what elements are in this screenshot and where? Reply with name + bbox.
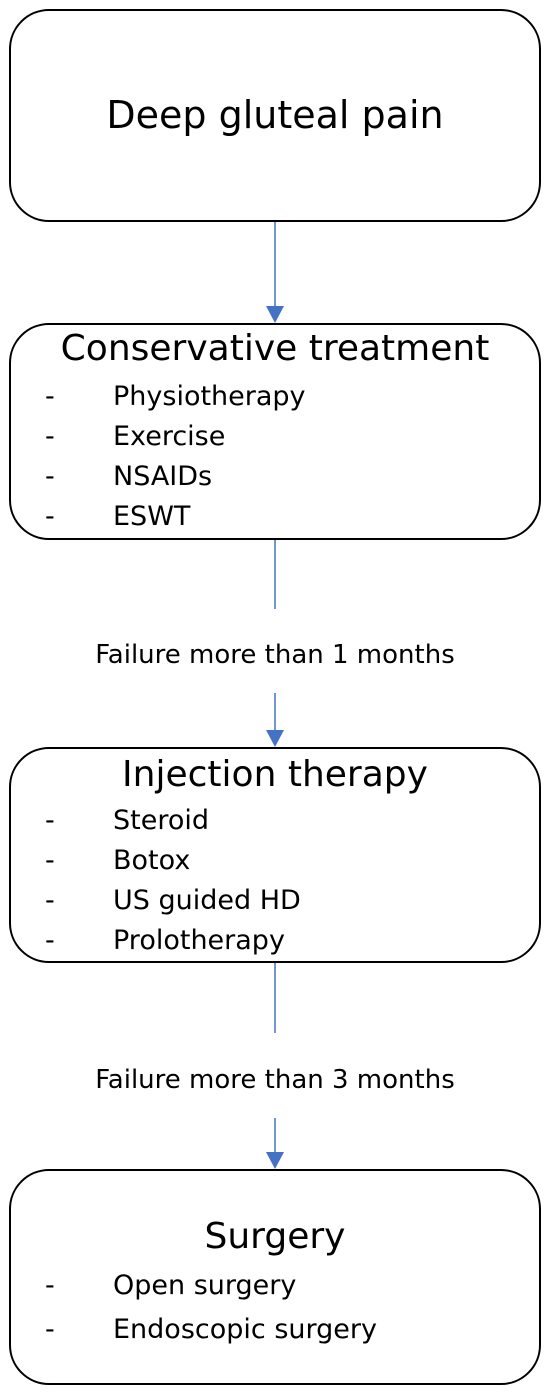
item-label: Prolotherapy — [113, 925, 285, 956]
item-label: Physiotherapy — [113, 381, 306, 412]
item-label: ESWT — [113, 501, 191, 532]
box-surgery: Surgery - Open surgery - Endoscopic surg… — [9, 1169, 541, 1385]
bullet-dash: - — [45, 381, 55, 412]
arrowhead-3 — [266, 1152, 284, 1169]
bullet-dash: - — [45, 805, 55, 836]
item-label: Botox — [113, 845, 191, 876]
item-label: Exercise — [113, 421, 226, 452]
box-title-conservative-treatment: Conservative treatment — [60, 328, 490, 369]
box-injection-therapy: Injection therapy - Steroid - Botox - US… — [9, 747, 541, 963]
box-title-deep-gluteal-pain: Deep gluteal pain — [106, 93, 444, 137]
item-label: Open surgery — [113, 1270, 297, 1301]
box-title-surgery: Surgery — [204, 1216, 346, 1257]
box-deep-gluteal-pain: Deep gluteal pain — [9, 9, 541, 222]
arrowhead-1 — [266, 306, 284, 323]
bullet-dash: - — [45, 421, 55, 452]
bullet-dash: - — [45, 1314, 55, 1345]
bullet-dash: - — [45, 461, 55, 492]
arrowhead-2 — [266, 730, 284, 747]
bullet-dash: - — [45, 925, 55, 956]
bullet-dash: - — [45, 501, 55, 532]
item-label: Endoscopic surgery — [113, 1314, 377, 1345]
item-label: US guided HD — [113, 885, 301, 916]
box-conservative-treatment: Conservative treatment - Physiotherapy -… — [9, 323, 541, 540]
bullet-dash: - — [45, 845, 55, 876]
bullet-dash: - — [45, 1270, 55, 1301]
item-label: NSAIDs — [113, 461, 213, 492]
transition-label-1: Failure more than 1 months — [95, 640, 455, 670]
bullet-dash: - — [45, 885, 55, 916]
transition-label-2: Failure more than 3 months — [95, 1065, 455, 1095]
item-label: Steroid — [113, 805, 210, 836]
box-title-injection-therapy: Injection therapy — [122, 754, 428, 795]
